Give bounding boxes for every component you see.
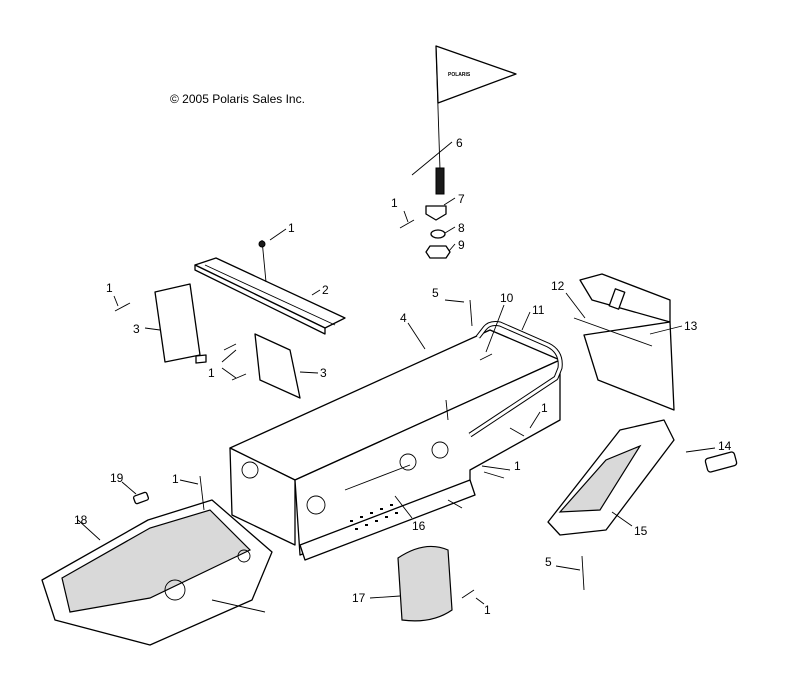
rail: [194, 239, 346, 335]
bolt-10: [479, 353, 493, 361]
callout-15: 15: [634, 524, 648, 538]
callout-14: 14: [718, 439, 732, 453]
callout-1-left: 1: [106, 281, 113, 295]
callout-5-top: 5: [432, 286, 439, 300]
rear-frame: [41, 475, 273, 646]
tunnel-body: [229, 329, 561, 561]
copyright-text: © 2005 Polaris Sales Inc.: [170, 92, 305, 106]
rear-bumper: [547, 419, 738, 536]
callout-10: 10: [500, 291, 514, 305]
callout-11: 11: [532, 303, 545, 317]
callout-9: 9: [458, 238, 465, 252]
grab-bar: [468, 321, 563, 438]
callout-19: 19: [110, 471, 124, 485]
callout-1-bolt7: 1: [391, 196, 398, 210]
cover: [397, 545, 475, 622]
flag-mount-hardware: [399, 205, 451, 259]
callout-3-right: 3: [320, 366, 327, 380]
callout-1-front: 1: [172, 472, 179, 486]
bumper-end-cap: [704, 451, 738, 473]
flag-assembly: POLARIS: [435, 45, 517, 195]
frame-inner: [61, 509, 252, 613]
callout-1-top: 1: [288, 221, 295, 235]
frame-rod: [211, 599, 266, 613]
flag-pole-thread: [435, 167, 445, 195]
callout-4: 4: [400, 311, 407, 325]
callout-7: 7: [458, 192, 465, 206]
flag-pole: [435, 45, 441, 171]
flag-logo-text: POLARIS: [448, 72, 471, 78]
strip: [344, 464, 411, 491]
nut: [425, 245, 451, 259]
plate-right: [223, 333, 301, 399]
callout-3-left: 3: [133, 322, 140, 336]
washer: [430, 229, 446, 239]
tunnel-perforations: [350, 504, 398, 530]
callout-1-right: 1: [541, 401, 548, 415]
bolt-left: [114, 302, 131, 312]
snowflap-assembly: [573, 273, 675, 411]
callout-13: 13: [684, 319, 698, 333]
callout-12: 12: [551, 279, 565, 293]
leader-lines: [77, 141, 716, 605]
flap-bracket: [579, 273, 671, 323]
callout-1-pair: 1: [208, 366, 215, 380]
tunnel-rear-face: [229, 447, 296, 546]
callout-17: 17: [352, 591, 366, 605]
plate-left: [114, 283, 207, 364]
callout-8: 8: [458, 221, 465, 235]
flag-bracket: [425, 205, 447, 221]
callout-5-bottom: 5: [545, 555, 552, 569]
callout-6: 6: [456, 136, 463, 150]
bolt: [399, 219, 415, 229]
flap-rod: [573, 317, 653, 347]
callout-16: 16: [412, 519, 426, 533]
callout-2: 2: [322, 283, 329, 297]
callout-1-bottom: 1: [484, 603, 491, 617]
tunnel-footrest: [299, 479, 476, 561]
callout-18: 18: [74, 513, 88, 527]
plug-19: [132, 491, 150, 505]
snowflap: [583, 321, 675, 411]
callout-1-mid: 1: [514, 459, 521, 473]
callout-labels: 6 7 8 9 1 1 2 1 3 3 1 4 5 10 11 12 13 1 …: [74, 136, 732, 617]
